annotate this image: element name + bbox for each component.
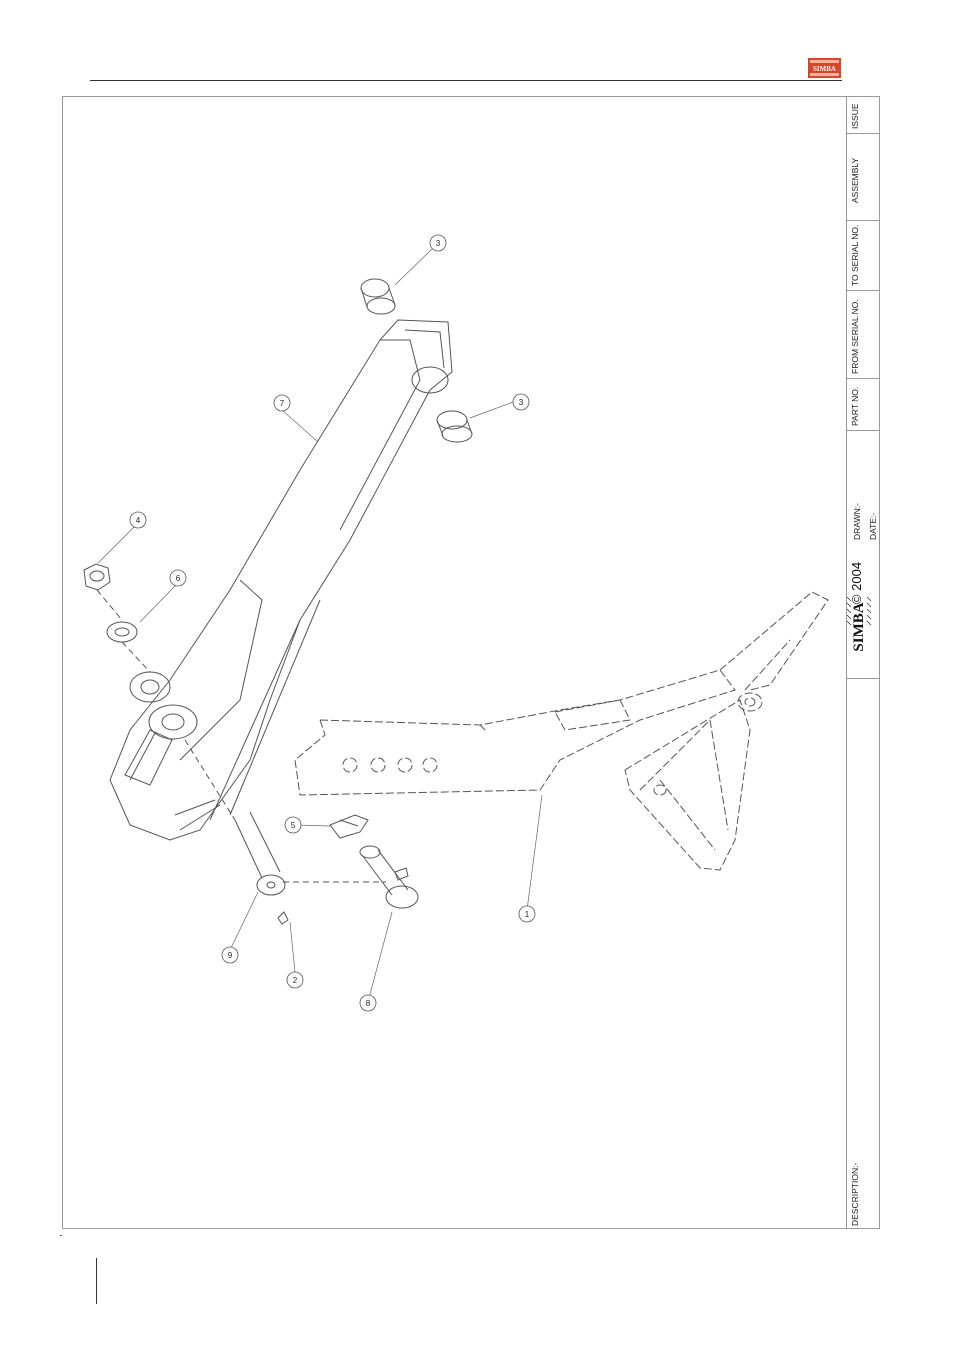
callout-4: 4 [130,512,146,528]
callout-8: 8 [360,995,376,1011]
footer-rule [96,1258,97,1304]
bush-lower [437,411,472,442]
lynch-pin [330,815,368,838]
svg-text:6: 6 [176,574,181,583]
svg-text:SIMBA: SIMBA [851,602,867,651]
exploded-assembly-drawing: 3 3 7 4 6 5 1 9 [62,96,846,1229]
assembly-label: ASSEMBLY [850,158,860,203]
from-serial-label: FROM SERIAL NO. [850,299,860,374]
leg [295,592,828,870]
title-block-divider [846,678,880,679]
svg-text:2: 2 [293,976,298,985]
title-block-divider [846,290,880,291]
date-label: DATE:- [868,513,878,540]
svg-text:8: 8 [366,999,371,1008]
callout-9: 9 [222,947,238,963]
simba-brand-mark: SIMBA © 2004 [846,560,880,678]
title-block-divider [846,133,880,134]
pivot-pin [235,812,285,895]
callout-5: 5 [285,817,301,833]
bush-upper [361,279,395,314]
title-block-divider [846,220,880,221]
svg-text:5: 5 [291,821,296,830]
part-no-label: PART NO. [850,387,860,426]
callout-3: 3 [430,235,446,251]
title-block-divider [846,430,880,431]
callout-6: 6 [170,570,186,586]
simba-logo: SIMBA [808,58,841,78]
issue-label: ISSUE [850,103,860,129]
page-tick [60,1235,62,1236]
svg-text:1: 1 [525,910,530,919]
description-label: DESCRIPTION:- [850,1163,860,1226]
callout-7: 7 [274,395,290,411]
header-rule [90,80,842,81]
svg-text:4: 4 [136,516,141,525]
callout-2: 2 [287,972,303,988]
washer [107,622,137,642]
nut [84,564,110,590]
svg-text:3: 3 [519,398,524,407]
shear-pin [360,846,418,908]
svg-text:9: 9 [228,951,233,960]
drawn-label: DRAWN:- [852,503,862,540]
svg-text:7: 7 [280,399,285,408]
svg-text:© 2004: © 2004 [849,562,864,604]
callout-3: 3 [513,394,529,410]
svg-text:SIMBA: SIMBA [813,65,836,73]
callout-1: 1 [519,906,535,922]
grease-nipple [278,912,288,924]
svg-text:3: 3 [436,239,441,248]
title-block-divider [846,378,880,379]
to-serial-label: TO SERIAL NO. [850,225,860,286]
